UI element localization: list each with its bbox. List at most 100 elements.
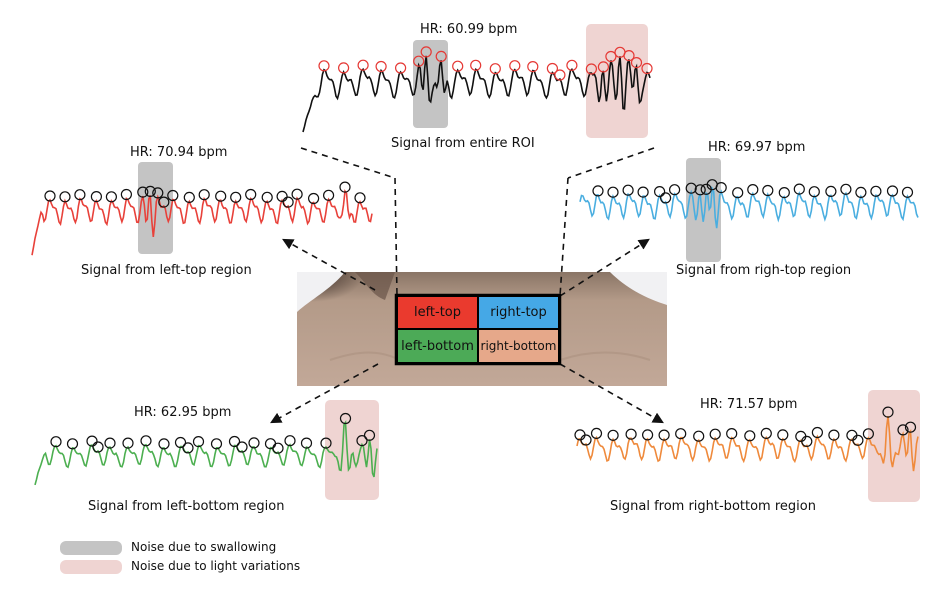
left-bottom-peak-marker: [356, 435, 368, 447]
caption-right-bottom: Signal from right-bottom region: [610, 499, 816, 514]
hr-right-top: HR: 69.97 bpm: [708, 140, 806, 155]
legend-swatch-swallow: [60, 541, 122, 555]
left-bottom-peak-marker: [158, 438, 170, 450]
left-top-peak-marker: [167, 189, 179, 202]
left-top-peak-marker: [59, 191, 71, 203]
roi-grid: [394, 293, 562, 366]
right-bottom-peak-marker: [580, 434, 592, 446]
left-bottom-peak-marker: [300, 437, 313, 449]
left-bottom-peak-marker: [66, 438, 79, 450]
left-top-peak-marker: [261, 191, 273, 203]
left-bottom-peak-marker: [140, 435, 152, 447]
right-top-peak-marker: [747, 184, 759, 196]
caption-left-bottom: Signal from left-bottom region: [88, 499, 285, 514]
left-bottom-peak-marker: [339, 412, 352, 425]
hr-left-bottom: HR: 62.95 bpm: [134, 405, 232, 420]
left-bottom-peak-marker: [210, 438, 223, 450]
right-top-peak-marker: [659, 192, 672, 204]
entire-peak-marker: [641, 62, 653, 75]
left-top-peak-marker: [105, 191, 118, 203]
hr-right-bottom: HR: 71.57 bpm: [700, 397, 798, 412]
region-right-top: right-top: [478, 296, 559, 329]
swallow-band-entire: [413, 40, 448, 128]
entire-peak-marker: [509, 60, 521, 72]
left-bottom-peak-marker: [50, 436, 62, 448]
right-top-peak-marker: [762, 184, 774, 197]
right-bottom-peak-marker: [709, 428, 721, 440]
entire-peak-marker: [420, 46, 432, 58]
region-right-bottom-label: right-bottom: [480, 339, 557, 353]
right-bottom-peak-marker: [744, 430, 756, 442]
right-top-peak-marker: [778, 187, 790, 199]
entire-peak-marker: [566, 59, 578, 71]
right-bottom-peak-marker: [607, 429, 619, 441]
entire-peak-marker: [605, 50, 617, 63]
left-bottom-peak-marker: [228, 435, 241, 448]
left-top-peak-marker: [291, 188, 303, 200]
caption-entire: Signal from entire ROI: [391, 136, 535, 151]
region-right-top-label: right-top: [490, 305, 547, 320]
entire-peak-marker: [435, 50, 447, 63]
right-top-peak-marker: [870, 185, 882, 197]
left-bottom-peak-marker: [86, 435, 98, 447]
hr-left-top: HR: 70.94 bpm: [130, 145, 228, 160]
entire-peak-marker: [585, 63, 598, 75]
entire-peak-marker: [395, 62, 407, 74]
right-bottom-peak-marker: [828, 429, 840, 441]
left-top-peak-marker: [90, 191, 103, 203]
right-top-peak-marker: [901, 186, 914, 198]
left-bottom-peak-marker: [174, 436, 187, 449]
entire-peak-marker: [630, 56, 643, 69]
right-top-peak-marker: [607, 186, 619, 198]
right-top-peak-marker: [592, 185, 604, 197]
entire-peak-marker: [375, 60, 387, 73]
left-top-peak-marker: [144, 185, 156, 197]
left-top-peak-marker: [230, 191, 242, 203]
right-bottom-peak-marker: [862, 428, 875, 440]
left-bottom-peak-marker: [192, 436, 205, 448]
right-bottom-peak-marker: [904, 421, 917, 433]
legend-label-light: Noise due to light variations: [131, 559, 301, 573]
right-bottom-peak-marker: [811, 426, 824, 439]
left-top-peak-marker: [323, 189, 335, 201]
right-bottom-peak-marker: [625, 428, 637, 440]
right-top-peak-marker: [732, 187, 744, 199]
right-bottom-peak-marker: [658, 429, 670, 441]
left-top-peak-marker: [158, 196, 170, 208]
right-top-peak-marker: [886, 185, 899, 197]
right-bottom-peak-marker: [675, 428, 687, 440]
right-top-peak-marker: [715, 182, 727, 194]
entire-peak-marker: [597, 61, 610, 73]
left-top-peak-marker: [276, 190, 288, 202]
caption-left-top: Signal from left-top region: [81, 263, 252, 278]
light-band-left-bottom: [325, 400, 379, 500]
right-top-peak-marker: [694, 184, 706, 196]
entire-peak-marker: [489, 63, 501, 75]
entire-peak-marker: [357, 59, 369, 71]
left-top-trace: [31, 189, 373, 256]
right-top-peak-marker: [793, 183, 805, 195]
left-bottom-peak-marker: [236, 441, 248, 453]
right-top-peak-marker: [668, 184, 681, 196]
left-bottom-peak-marker: [320, 437, 332, 449]
right-bottom-peak-marker: [641, 429, 654, 441]
right-bottom-peak-marker: [897, 424, 909, 436]
entire-peak-marker: [470, 59, 482, 71]
region-left-top: left-top: [397, 296, 478, 329]
region-left-bottom: left-bottom: [397, 329, 478, 363]
right-bottom-peak-marker: [726, 428, 738, 440]
region-left-bottom-label: left-bottom: [401, 338, 474, 354]
right-bottom-peak-marker: [590, 427, 603, 439]
left-bottom-peak-marker: [363, 429, 376, 441]
entire-peak-marker: [338, 62, 350, 74]
right-top-peak-marker: [808, 186, 820, 198]
entire-peak-marker: [554, 69, 566, 81]
entire-peak-marker: [318, 60, 330, 72]
left-top-peak-marker: [215, 190, 227, 202]
right-bottom-peak-marker: [882, 406, 894, 418]
right-top-peak-marker: [685, 182, 697, 194]
entire-peak-marker: [452, 60, 464, 72]
left-top-peak-marker: [245, 188, 257, 201]
right-bottom-peak-marker: [760, 427, 772, 439]
